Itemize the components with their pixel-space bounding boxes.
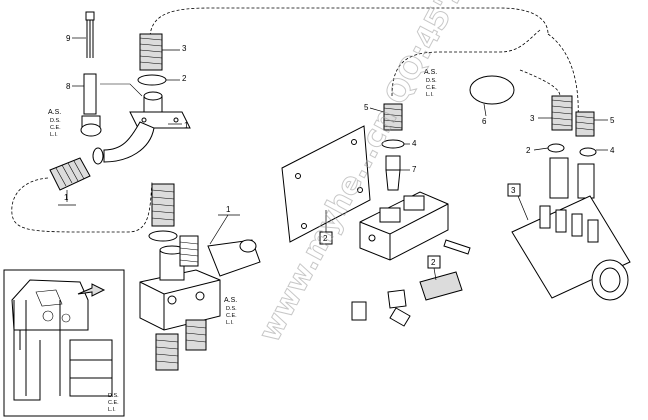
fitting-with-bracket <box>129 91 191 129</box>
fitting-7 <box>385 155 401 191</box>
svg-text:L.I.: L.I. <box>108 407 116 413</box>
callout-8: 8 <box>66 82 84 91</box>
hose-clamp-left <box>92 147 104 165</box>
svg-text:5: 5 <box>364 103 369 112</box>
svg-text:L.I.: L.I. <box>50 132 58 138</box>
callout-4-mid: 4 <box>404 139 417 148</box>
callout-2-right: 2 <box>526 146 549 155</box>
clamp-2-left <box>137 74 167 86</box>
svg-text:C.E.: C.E. <box>226 313 237 319</box>
spring-5-right <box>575 111 595 137</box>
hose-route-right <box>519 69 561 97</box>
inset-frame <box>3 269 125 417</box>
bolt-9 <box>85 11 95 58</box>
cap-nut <box>80 115 102 137</box>
callout-box-2-plate: 2 <box>319 210 333 245</box>
svg-text:3: 3 <box>530 114 535 123</box>
elbow-hose <box>103 121 155 163</box>
note-lower: A.S. D.S. C.E. L.I. <box>224 297 237 326</box>
svg-text:C.E.: C.E. <box>50 125 61 131</box>
svg-text:3: 3 <box>182 44 187 53</box>
spring-center-upper <box>151 183 175 227</box>
callout-7: 7 <box>400 165 417 174</box>
note-left: A.S. D.S. C.E. L.I. <box>48 109 61 138</box>
svg-text:7: 7 <box>412 165 417 174</box>
note-inset: D.S. C.E. L.I. <box>108 393 119 413</box>
callout-box-3: 3 <box>507 183 529 221</box>
fittings-right <box>549 157 595 199</box>
actuator-cylinder <box>511 195 631 301</box>
callout-1-topleft: 1 <box>168 121 189 130</box>
callout-5-mid: 5 <box>364 103 385 113</box>
inset-arrow-icon <box>77 283 106 297</box>
valve-small-parts <box>351 271 463 327</box>
callout-box-2-parts: 2 <box>427 255 441 281</box>
svg-text:2: 2 <box>526 146 531 155</box>
solenoid-valve <box>359 191 449 261</box>
spacer-8 <box>83 73 97 115</box>
spring-horizontal-left <box>49 157 91 191</box>
svg-text:6: 6 <box>482 117 487 126</box>
callout-1-hose: 1 <box>58 190 76 206</box>
svg-text:1: 1 <box>226 205 231 214</box>
note-mid: A.S. D.S. C.E. L.I. <box>424 69 437 98</box>
valve-block-main <box>139 235 261 331</box>
svg-text:D.S.: D.S. <box>226 306 237 312</box>
clamp-center <box>148 230 178 242</box>
leader-frame <box>100 83 143 97</box>
svg-text:5: 5 <box>610 116 615 125</box>
spring-3-right <box>551 95 573 131</box>
bolt-center <box>443 239 471 255</box>
callout-5-right: 5 <box>594 116 615 125</box>
svg-text:A.S.: A.S. <box>224 297 237 304</box>
svg-text:A.S.: A.S. <box>424 69 437 76</box>
callout-6: 6 <box>482 103 487 126</box>
svg-text:2: 2 <box>323 234 328 243</box>
callout-3-left: 3 <box>162 44 187 53</box>
svg-text:D.S.: D.S. <box>50 118 61 124</box>
svg-text:2: 2 <box>182 74 187 83</box>
svg-text:L.I.: L.I. <box>226 320 234 326</box>
callout-3-right: 3 <box>530 114 552 123</box>
svg-text:8: 8 <box>66 82 71 91</box>
callout-1-center: 1 <box>209 205 240 245</box>
svg-text:D.S.: D.S. <box>426 78 437 84</box>
hose-route-top-right <box>547 33 579 121</box>
svg-text:1: 1 <box>64 193 69 202</box>
clamp-2-right <box>547 143 565 153</box>
hose-route-left <box>11 177 153 233</box>
svg-text:D.S.: D.S. <box>108 393 119 399</box>
svg-text:4: 4 <box>412 139 417 148</box>
inset-machine <box>11 279 113 401</box>
svg-text:C.E.: C.E. <box>426 85 437 91</box>
hose-bottom-right <box>185 319 207 351</box>
callout-4-right: 4 <box>596 146 615 155</box>
ring-clip-6 <box>469 75 515 105</box>
callout-9: 9 <box>66 34 86 43</box>
svg-text:A.S.: A.S. <box>48 109 61 116</box>
svg-text:2: 2 <box>431 258 436 267</box>
svg-text:4: 4 <box>610 146 615 155</box>
hose-route-mid <box>391 29 541 97</box>
svg-text:1: 1 <box>184 121 189 130</box>
spring-5-mid <box>383 103 403 131</box>
mounting-plate <box>281 125 371 243</box>
svg-text:L.I.: L.I. <box>426 92 434 98</box>
callout-2-left: 2 <box>166 74 187 83</box>
svg-text:3: 3 <box>511 186 516 195</box>
hose-bottom-left <box>155 333 179 371</box>
hose-route-top <box>149 7 549 37</box>
svg-text:9: 9 <box>66 34 71 43</box>
svg-text:C.E.: C.E. <box>108 400 119 406</box>
clamp-4-right <box>579 147 597 157</box>
spring-3-left <box>139 33 163 71</box>
